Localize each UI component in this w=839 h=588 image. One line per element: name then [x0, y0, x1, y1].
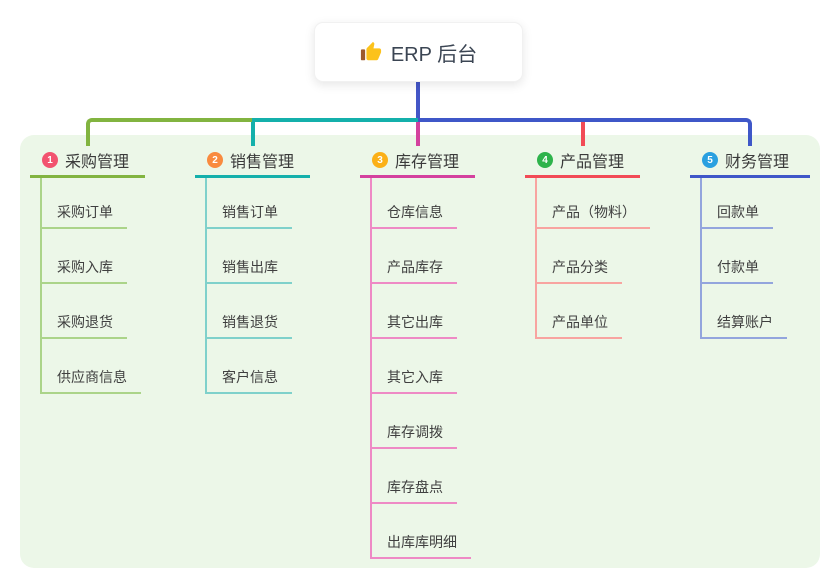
- branch-item[interactable]: 付款单: [702, 229, 773, 284]
- branch-4: 4 产品管理产品（物料）产品分类产品单位: [525, 148, 650, 339]
- branch-item[interactable]: 产品分类: [537, 229, 622, 284]
- branch-title[interactable]: 4 产品管理: [525, 148, 640, 178]
- branch-number-badge: 3: [372, 152, 388, 168]
- branch-item[interactable]: 销售出库: [207, 229, 292, 284]
- connector-bus-branch-2: [252, 118, 418, 122]
- branch-items: 回款单付款单结算账户: [700, 178, 787, 339]
- branch-item[interactable]: 结算账户: [702, 284, 787, 339]
- branch-items: 采购订单采购入库采购退货供应商信息: [40, 178, 141, 394]
- connector-drop-branch-2: [251, 122, 255, 146]
- branch-item[interactable]: 产品单位: [537, 284, 622, 339]
- branch-number-badge: 5: [702, 152, 718, 168]
- branch-5: 5 财务管理回款单付款单结算账户: [690, 148, 810, 339]
- branch-3: 3 库存管理仓库信息产品库存其它出库其它入库库存调拨库存盘点出库库明细: [360, 148, 475, 559]
- branch-items: 仓库信息产品库存其它出库其它入库库存调拨库存盘点出库库明细: [370, 178, 471, 559]
- branch-item[interactable]: 出库库明细: [372, 504, 471, 559]
- branch-item[interactable]: 其它出库: [372, 284, 457, 339]
- branch-item[interactable]: 供应商信息: [42, 339, 141, 394]
- branch-title-label: 销售管理: [230, 154, 295, 171]
- branch-number-badge: 2: [207, 152, 223, 168]
- branch-title-label: 财务管理: [725, 154, 790, 171]
- branch-item[interactable]: 采购入库: [42, 229, 127, 284]
- branch-title-label: 产品管理: [560, 154, 625, 171]
- connector-root-vertical: [416, 82, 420, 120]
- branch-title[interactable]: 2 销售管理: [195, 148, 310, 178]
- root-node[interactable]: ERP 后台: [314, 22, 523, 82]
- branch-item[interactable]: 销售订单: [207, 178, 292, 229]
- connector-elbow-branch-1: [86, 118, 252, 146]
- branch-number-badge: 4: [537, 152, 553, 168]
- connector-drop-branch-3: [416, 122, 420, 146]
- branch-item[interactable]: 库存调拨: [372, 394, 457, 449]
- branch-items: 销售订单销售出库销售退货客户信息: [205, 178, 292, 394]
- branch-item[interactable]: 仓库信息: [372, 178, 457, 229]
- branch-item[interactable]: 库存盘点: [372, 449, 457, 504]
- branch-title[interactable]: 1 采购管理: [30, 148, 145, 178]
- branch-item[interactable]: 回款单: [702, 178, 773, 229]
- branch-item[interactable]: 采购退货: [42, 284, 127, 339]
- connector-drop-branch-4: [581, 122, 585, 146]
- connector-elbow-branch-5: [418, 118, 752, 146]
- branch-item[interactable]: 产品库存: [372, 229, 457, 284]
- branch-number-badge: 1: [42, 152, 58, 168]
- thumbs-up-icon: [360, 41, 382, 63]
- branch-title-label: 采购管理: [65, 154, 130, 171]
- branches-panel: [20, 135, 820, 568]
- branch-item[interactable]: 其它入库: [372, 339, 457, 394]
- branch-items: 产品（物料）产品分类产品单位: [535, 178, 650, 339]
- branch-2: 2 销售管理销售订单销售出库销售退货客户信息: [195, 148, 310, 394]
- root-label: ERP 后台: [390, 43, 478, 66]
- branch-item[interactable]: 产品（物料）: [537, 178, 650, 229]
- branch-title[interactable]: 5 财务管理: [690, 148, 810, 178]
- branch-item[interactable]: 采购订单: [42, 178, 127, 229]
- branch-item[interactable]: 销售退货: [207, 284, 292, 339]
- branch-item[interactable]: 客户信息: [207, 339, 292, 394]
- branch-title-label: 库存管理: [395, 154, 460, 171]
- branch-title[interactable]: 3 库存管理: [360, 148, 475, 178]
- branch-1: 1 采购管理采购订单采购入库采购退货供应商信息: [30, 148, 145, 394]
